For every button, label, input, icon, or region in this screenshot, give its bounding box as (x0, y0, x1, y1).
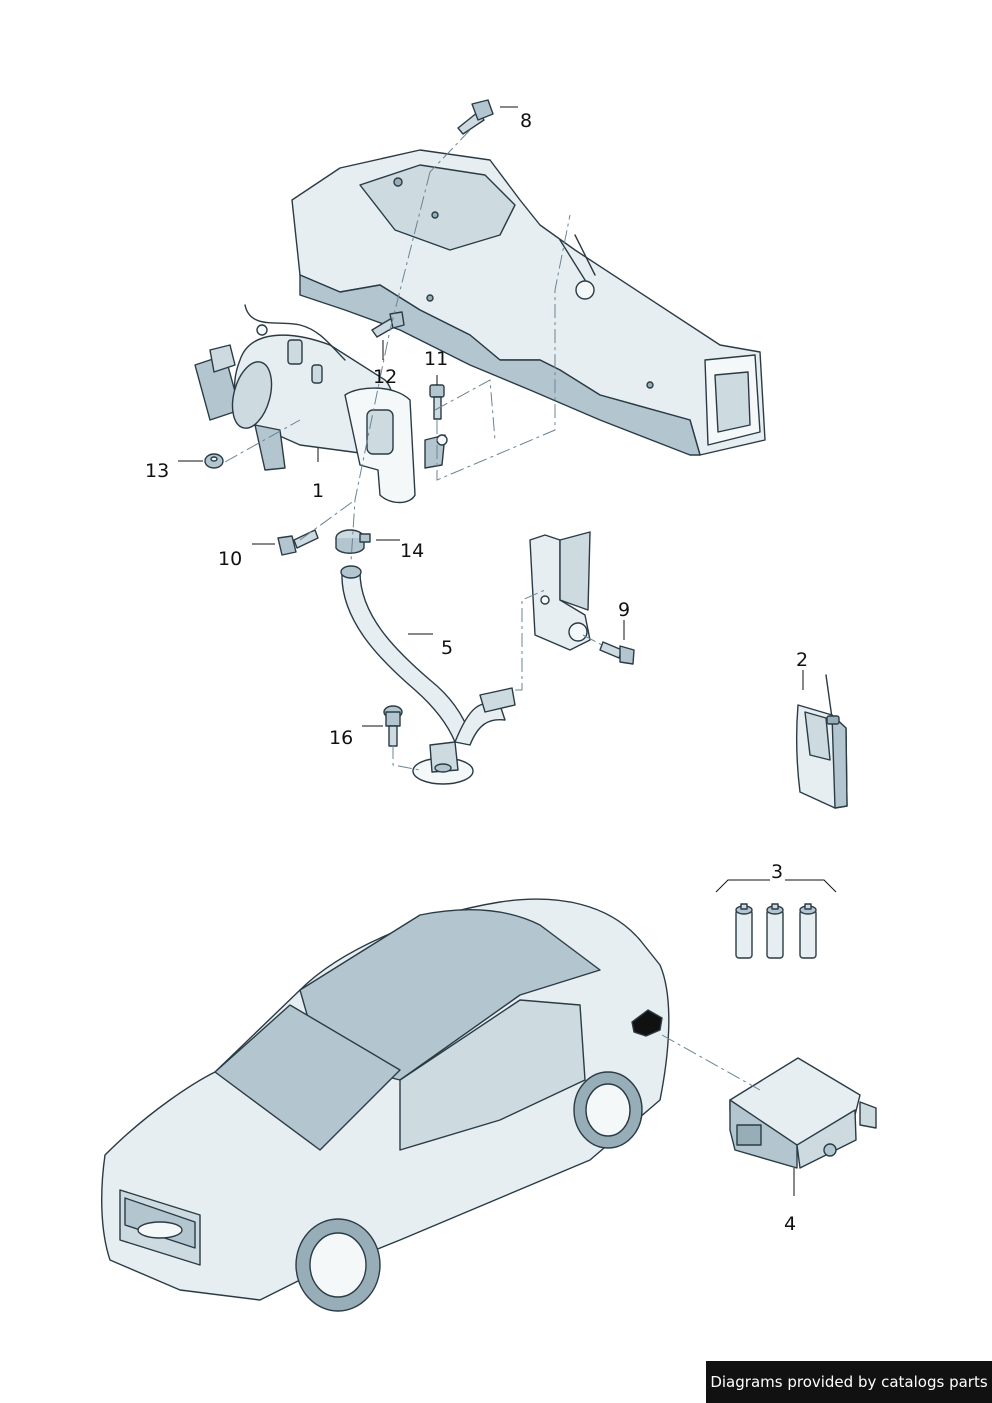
leader-lines (178, 106, 837, 1196)
bolt-8 (457, 99, 494, 135)
battery (799, 903, 817, 959)
callout-1: 1 (312, 480, 324, 502)
callout-4: 4 (784, 1213, 796, 1235)
clamp-14 (335, 529, 371, 554)
callout-13: 13 (145, 460, 169, 482)
bracket (529, 531, 591, 651)
callout-10: 10 (218, 548, 242, 570)
bolt-16 (383, 705, 403, 747)
callout-14: 14 (400, 540, 424, 562)
callout-5: 5 (441, 637, 453, 659)
bolt-11 (429, 384, 445, 420)
sedan-car (101, 898, 670, 1312)
bolt-9 (599, 641, 635, 665)
callout-8: 8 (520, 110, 532, 132)
assembly-lines (224, 129, 761, 1091)
callout-3: 3 (771, 861, 783, 883)
callout-16: 16 (329, 727, 353, 749)
bolt-10 (277, 529, 319, 556)
callout-labels: 8 12 11 13 1 10 14 9 5 2 16 3 4 (145, 110, 808, 1235)
callout-11: 11 (424, 348, 448, 370)
battery (735, 903, 753, 959)
callout-2: 2 (796, 649, 808, 671)
batteries (735, 903, 817, 959)
hose (340, 565, 516, 785)
control-unit (729, 1057, 877, 1169)
callout-9: 9 (618, 599, 630, 621)
credit-banner: Diagrams provided by catalogs parts (706, 1361, 992, 1403)
remote-control (795, 674, 848, 809)
heater-unit (194, 304, 448, 504)
battery (766, 903, 784, 959)
nut-13 (204, 453, 224, 469)
callout-12: 12 (373, 366, 397, 388)
